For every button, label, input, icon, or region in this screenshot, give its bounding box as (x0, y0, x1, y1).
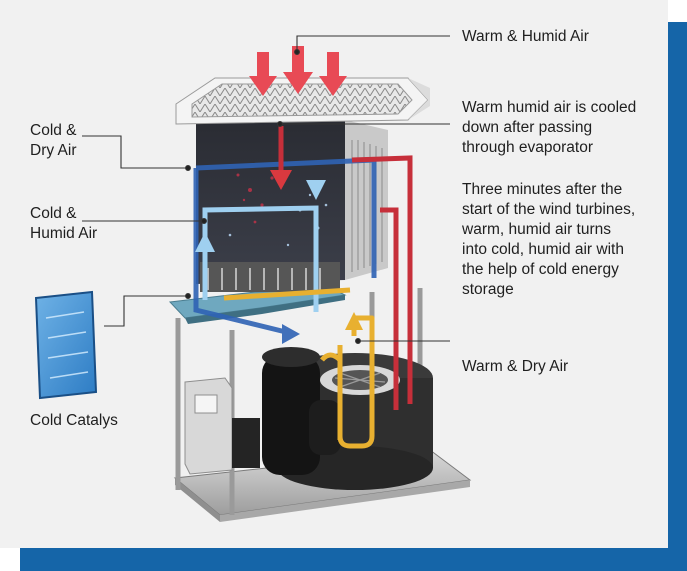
accent-bar-right (668, 22, 687, 571)
label-three-minutes-note: Three minutes after the start of the win… (462, 181, 636, 298)
cold-humid-air-flow (195, 180, 326, 312)
warm-dry-air-flow (223, 287, 375, 449)
control-box (184, 377, 260, 475)
callout-leaders (82, 35, 450, 344)
label-cooled-note: Warm humid air is cooled down after pass… (462, 99, 637, 156)
compressor (262, 347, 341, 475)
label-warm-humid-air: Warm & Humid Air (462, 28, 589, 45)
accent-bar-bottom (20, 548, 687, 571)
warm-humid-air-flow (270, 126, 413, 410)
cold-catalyst-filter (34, 290, 98, 400)
label-warm-dry-air: Warm & Dry Air (462, 358, 569, 375)
label-cold-humid-air: Cold & Humid Air (30, 205, 98, 242)
label-cold-dry-air: Cold & Dry Air (30, 122, 77, 159)
intake-grille (175, 77, 430, 125)
label-cold-catalys: Cold Catalys (30, 412, 118, 429)
warm-intake-arrows (249, 46, 347, 96)
